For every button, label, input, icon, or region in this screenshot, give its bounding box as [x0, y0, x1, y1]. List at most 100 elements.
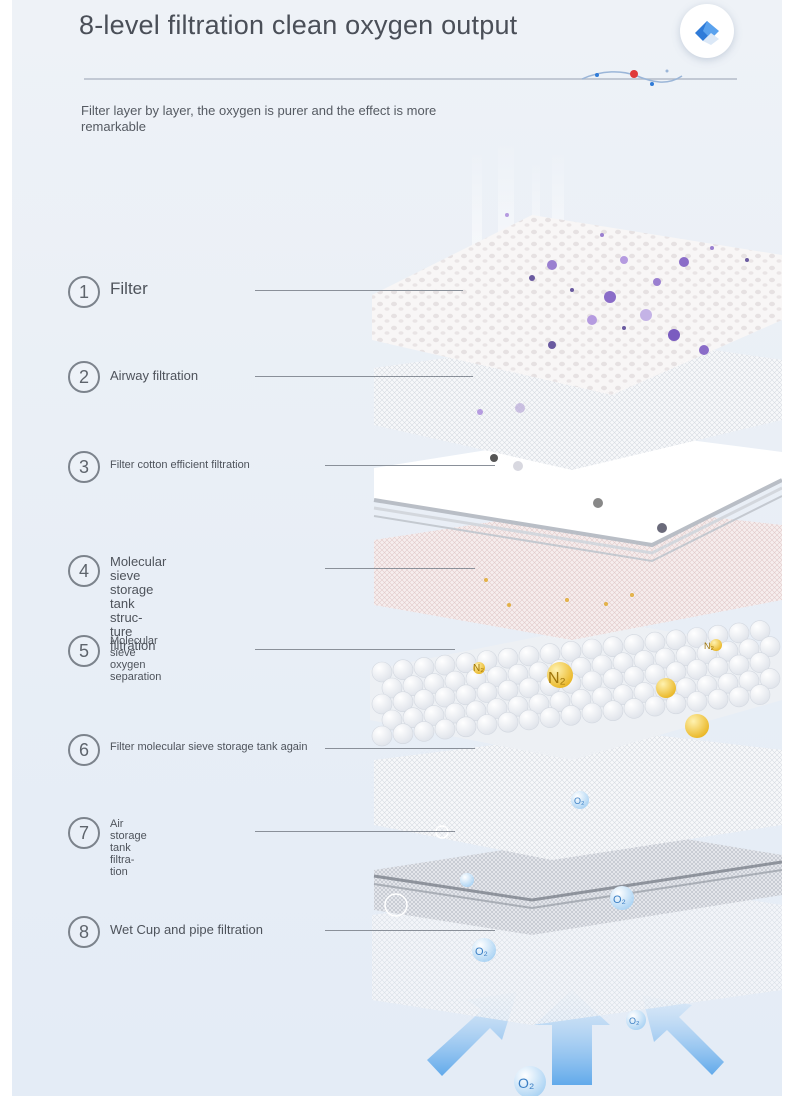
dust-particle	[507, 603, 511, 607]
dust-particle	[570, 288, 574, 292]
sieve-ball	[665, 629, 687, 651]
sieve-ball	[749, 684, 771, 705]
dust-particle	[593, 498, 603, 508]
o2-label-1: O₂	[574, 796, 585, 806]
sieve-ball	[381, 709, 403, 731]
dust-particle	[513, 461, 523, 471]
dust-particle	[630, 593, 634, 597]
step-number-badge: 1	[68, 276, 100, 308]
step-label: Air storage tank filtra- tion	[110, 818, 147, 878]
sieve-ball	[528, 693, 550, 715]
sieve-ball	[402, 707, 424, 729]
sieve-ball	[654, 647, 676, 669]
dust-particle	[505, 213, 509, 217]
page-subtitle: Filter layer by layer, the oxygen is pur…	[81, 103, 437, 134]
sieve-ball	[644, 695, 666, 717]
sieve-ball	[444, 670, 466, 692]
dust-particle	[529, 275, 535, 281]
dust-particle	[604, 291, 616, 303]
sieve-ball	[675, 645, 697, 667]
sieve-ball	[665, 661, 687, 683]
sieve-ball	[434, 718, 456, 740]
sieve-ball	[738, 670, 760, 692]
sieve-ball	[759, 636, 781, 657]
sieve-ball	[644, 663, 666, 685]
sieve-ball	[444, 702, 466, 724]
filter-layers-illustration: N₂ N₂ N₂ O₂ O₂ O₂ O₂ O₂	[370, 140, 782, 1096]
sieve-ball	[623, 666, 645, 687]
dust-particle	[565, 598, 569, 602]
sieve-ball	[539, 643, 561, 664]
dust-particle	[600, 233, 604, 237]
sieve-ball	[633, 650, 655, 671]
step-label: Molecular sieve storage tank struc- ture…	[110, 554, 167, 653]
step-number-badge: 2	[68, 361, 100, 393]
sieve-ball	[602, 668, 624, 690]
sieve-ball	[413, 689, 435, 710]
sieve-ball	[665, 693, 687, 715]
sieve-ball	[675, 677, 697, 699]
sieve-ball	[497, 711, 519, 733]
step-leader-line	[255, 831, 455, 832]
page-title: 8-level filtration clean oxygen output	[79, 10, 518, 40]
dust-particle	[745, 258, 749, 262]
dust-particle	[657, 523, 667, 533]
dust-particle	[653, 278, 661, 286]
infographic-panel: N₂ N₂ N₂ O₂ O₂ O₂ O₂ O₂ 8-level filtrati…	[12, 0, 782, 1096]
step-number-badge: 7	[68, 817, 100, 849]
sieve-ball	[738, 638, 760, 660]
sieve-ball	[623, 698, 645, 719]
nitrogen-molecule	[685, 714, 709, 738]
dust-particle	[620, 256, 628, 264]
sieve-ball	[749, 652, 771, 673]
sieve-ball	[749, 620, 771, 641]
n2-label-right: N₂	[704, 641, 714, 651]
sieve-ball	[518, 709, 540, 731]
sieve-ball	[371, 693, 393, 715]
sieve-ball	[381, 677, 403, 699]
sieve-ball	[423, 705, 445, 726]
dust-particle	[547, 260, 557, 270]
sieve-ball	[423, 673, 445, 694]
step-label: Filter cotton efficient filtration	[110, 459, 250, 471]
step-number-badge: 6	[68, 734, 100, 766]
dust-particle	[668, 329, 680, 341]
sieve-ball	[549, 691, 571, 712]
sieve-ball	[623, 634, 645, 655]
step-label: Wet Cup and pipe filtration	[110, 922, 263, 937]
sieve-ball	[497, 647, 519, 669]
dust-particle	[710, 246, 714, 250]
dust-particle	[587, 315, 597, 325]
sieve-ball	[413, 657, 435, 678]
nitrogen-molecule	[473, 662, 485, 674]
sieve-ball	[392, 659, 414, 681]
dust-particle	[679, 257, 689, 267]
sieve-ball	[591, 654, 613, 676]
step-label: Airway filtration	[110, 368, 199, 383]
sieve-ball	[518, 677, 540, 699]
sieve-ball	[486, 666, 508, 687]
sieve-ball	[465, 700, 487, 722]
step-leader-line	[255, 649, 455, 650]
sieve-ball	[392, 691, 414, 713]
sieve-ball	[581, 702, 603, 724]
sieve-ball	[392, 723, 414, 745]
brand-drop-icon	[695, 21, 719, 45]
n2-label-small: N₂	[473, 663, 484, 674]
dust-particle	[477, 409, 483, 415]
dust-particle	[484, 578, 488, 582]
sieve-ball	[717, 640, 739, 662]
sieve-ball	[507, 695, 529, 717]
sieve-ball	[371, 661, 393, 683]
sieve-ball	[581, 638, 603, 660]
sieve-ball	[612, 684, 634, 706]
dust-particle	[604, 602, 608, 606]
brand-logo	[680, 4, 734, 58]
sieve-ball	[434, 686, 456, 708]
sieve-ball	[644, 631, 666, 653]
step-leader-line	[255, 290, 463, 291]
step-label: Filter	[110, 279, 148, 298]
dust-particle	[699, 345, 709, 355]
sieve-ball	[717, 672, 739, 694]
o2-label-3: O₂	[475, 946, 488, 958]
